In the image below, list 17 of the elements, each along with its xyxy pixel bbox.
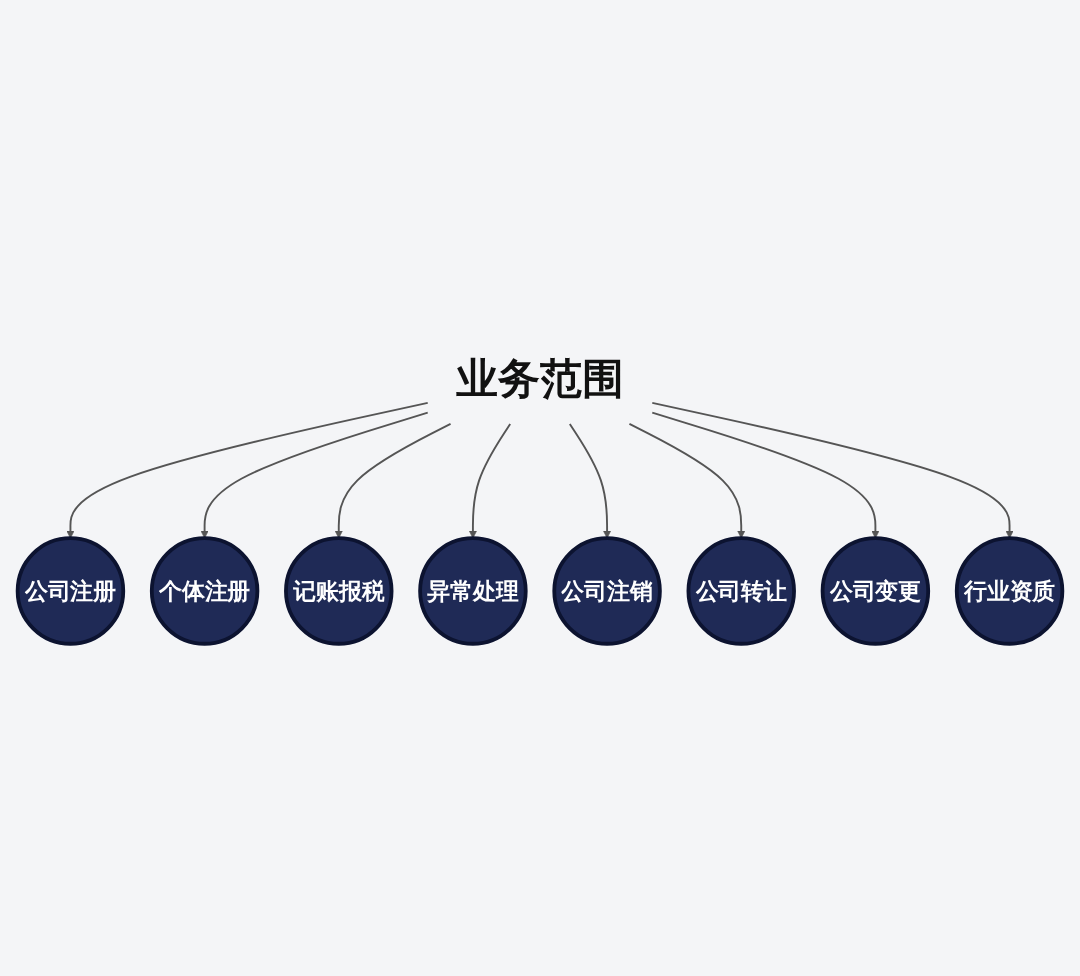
arrow <box>334 422 452 539</box>
arrow <box>628 422 746 539</box>
node-circle: 行业资质 <box>954 536 1065 646</box>
node-circle: 异常处理 <box>418 536 528 646</box>
node-text: 业务范围 <box>456 353 624 402</box>
node-circle: 个体注册 <box>149 536 260 646</box>
arrow <box>66 401 429 539</box>
arrow <box>651 401 1014 539</box>
node-circle: 公司变更 <box>820 536 931 646</box>
node-circle: 公司注册 <box>15 536 126 646</box>
node-circle: 记账报税 <box>284 536 394 646</box>
node-circle: 公司转让 <box>686 536 796 646</box>
arrow <box>200 411 429 539</box>
arrow <box>468 422 512 539</box>
arrow <box>568 422 612 539</box>
arrow <box>651 411 880 539</box>
node-circle: 公司注销 <box>552 536 662 646</box>
